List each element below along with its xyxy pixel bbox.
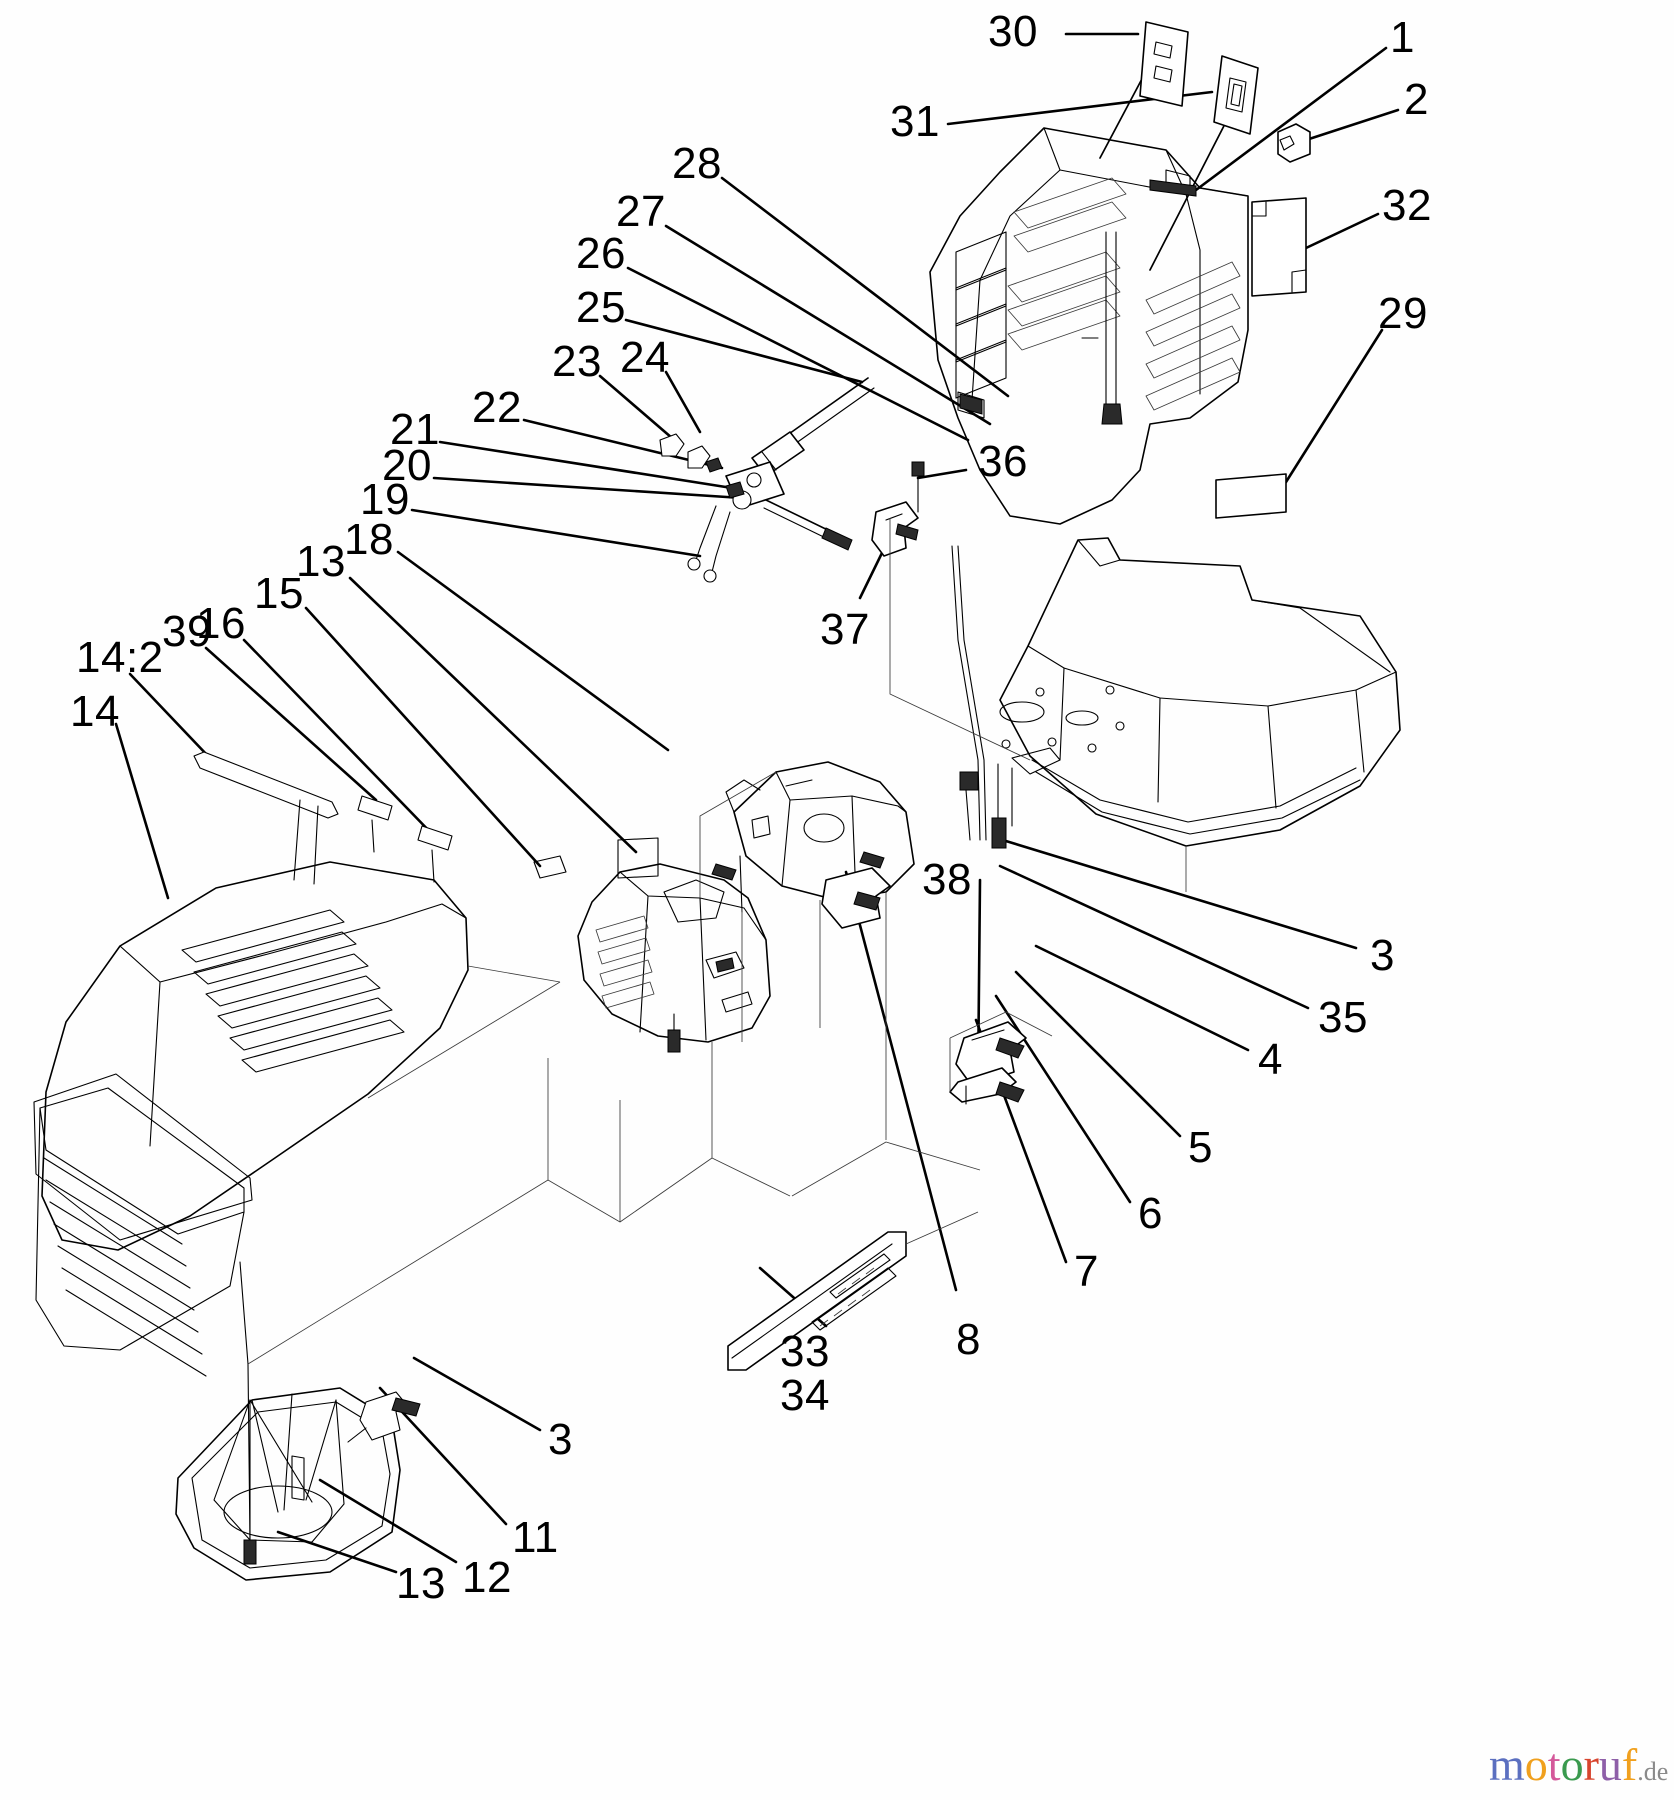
callout-3-lower: 3	[548, 1415, 573, 1464]
decal-29	[1215, 473, 1287, 519]
callout-29: 29	[1378, 289, 1428, 338]
rod-part-3	[991, 763, 1007, 849]
watermark-letter: f	[1621, 1739, 1638, 1790]
callout-14: 14	[70, 687, 120, 736]
bracket-37	[871, 501, 919, 557]
callout-11: 11	[512, 1513, 559, 1562]
callout-32: 32	[1382, 181, 1432, 230]
callout-31: 31	[890, 97, 940, 146]
callout-36: 36	[978, 437, 1028, 486]
callout-22: 22	[472, 383, 522, 432]
callout-34: 34	[780, 1371, 830, 1420]
decal-32	[1251, 197, 1307, 297]
watermark-letter: m	[1489, 1739, 1525, 1790]
callout-14-2: 14:2	[76, 633, 164, 682]
callout-24: 24	[620, 333, 670, 382]
callout-1: 1	[1390, 13, 1415, 62]
motoruf-watermark: motoruf.de	[1489, 1742, 1668, 1788]
callout-13-upper: 13	[296, 537, 346, 586]
watermark-letter: u	[1598, 1739, 1622, 1790]
watermark-suffix: .de	[1637, 1757, 1669, 1786]
callout-19: 19	[360, 475, 410, 524]
callout-16: 16	[196, 599, 246, 648]
decal-panel-33-34	[727, 1231, 907, 1371]
callout-6: 6	[1138, 1189, 1163, 1238]
headlight-housing	[175, 1387, 421, 1581]
callout-4: 4	[1258, 1035, 1283, 1084]
callout-12: 12	[462, 1553, 512, 1602]
decal-plate-30	[1139, 21, 1189, 107]
callout-23: 23	[552, 337, 602, 386]
callout-2: 2	[1404, 75, 1429, 124]
mount-bracket-group	[949, 1021, 1027, 1105]
callout-20: 20	[382, 441, 432, 490]
hood-assembly	[33, 751, 469, 1545]
callout-26: 26	[576, 229, 626, 278]
callout-15: 15	[254, 569, 304, 618]
rear-fender-assembly	[929, 127, 1249, 525]
callout-27: 27	[616, 187, 666, 236]
callout-21: 21	[390, 405, 440, 454]
watermark-letter: o	[1560, 1739, 1584, 1790]
callout-38: 38	[922, 855, 972, 904]
callout-35: 35	[1318, 993, 1368, 1042]
fastener-36	[911, 461, 925, 513]
knob-part-2	[1277, 123, 1311, 163]
callout-5: 5	[1188, 1123, 1213, 1172]
steering-support-bracket	[725, 761, 915, 929]
control-cable	[951, 545, 987, 841]
callout-37: 37	[820, 605, 870, 654]
decal-plate-31	[1213, 55, 1259, 135]
callout-8: 8	[956, 1315, 981, 1364]
console-panel	[533, 837, 771, 1053]
watermark-letter: t	[1547, 1739, 1561, 1790]
callout-7: 7	[1074, 1247, 1099, 1296]
callout-28: 28	[672, 139, 722, 188]
callout-33: 33	[780, 1327, 830, 1376]
watermark-letter: o	[1524, 1739, 1548, 1790]
watermark-letter: r	[1583, 1739, 1599, 1790]
callout-13-lower: 13	[396, 1559, 446, 1608]
floor-pan	[999, 537, 1401, 847]
callout-18: 18	[344, 515, 394, 564]
throttle-control-assembly	[659, 377, 875, 583]
assembly-reference-lines	[247, 518, 1187, 1365]
callout-30: 30	[988, 7, 1038, 56]
callout-3-right: 3	[1370, 931, 1395, 980]
callout-25: 25	[576, 283, 626, 332]
callout-39: 39	[162, 607, 212, 656]
